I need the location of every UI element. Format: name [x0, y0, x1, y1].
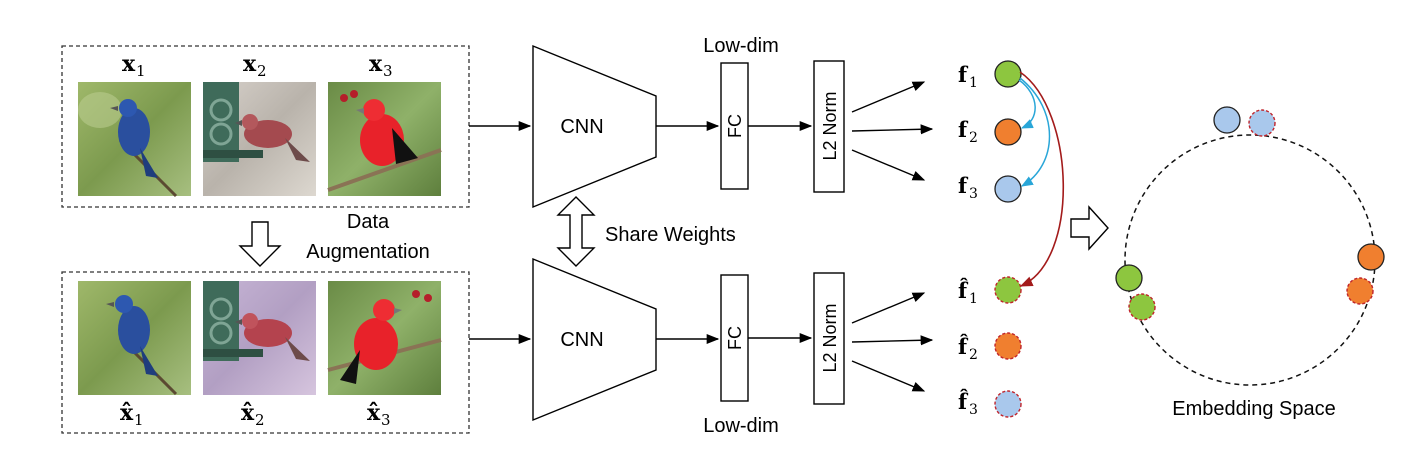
- feature-f1-hat-label: f̂: [958, 278, 969, 303]
- cnn-top-block: [532, 44, 657, 209]
- bird-image-2: [203, 82, 316, 196]
- push-arrow-f1-f2: [1018, 79, 1036, 129]
- embed-orange-dot: [1357, 243, 1385, 271]
- data-augmentation-line2: Augmentation: [306, 241, 429, 263]
- label-x2: x: [243, 51, 257, 77]
- cnn-bottom-label: CNN: [560, 329, 603, 351]
- label-x1-hat-sub: 1: [134, 411, 144, 429]
- bottom-image-group-box: [61, 271, 470, 434]
- fc-bottom-label: FC: [725, 326, 745, 350]
- push-arrow-f1-f3: [1019, 77, 1051, 187]
- arrow-l2-to-f1-hat: [851, 292, 926, 324]
- arrow-l2-to-f1: [851, 81, 926, 113]
- feature-f2-sub: 2: [969, 130, 978, 146]
- low-dim-top-label: Low-dim: [703, 35, 779, 57]
- feature-f1-sub: 1: [969, 75, 978, 91]
- share-weights-label: Share Weights: [605, 224, 736, 246]
- fc-top-label: FC: [725, 114, 745, 138]
- label-x3-sub: 3: [383, 62, 393, 80]
- label-x2-hat: x̂: [241, 400, 255, 426]
- feature-f1-hat-dot: [994, 276, 1022, 304]
- label-x3-hat: x̂: [367, 400, 381, 426]
- arrow-l2-to-f2-hat: [851, 335, 934, 346]
- embedding-circle: [1124, 134, 1376, 386]
- embed-green-hat-dot: [1128, 293, 1156, 321]
- data-augmentation-line1: Data: [347, 211, 390, 233]
- arrow-l2-to-f3: [851, 149, 926, 181]
- pull-arrow-f1-f1hat: [1019, 71, 1065, 287]
- hollow-down-arrow-icon: [238, 221, 282, 267]
- l2-norm-bottom-label: L2 Norm: [820, 303, 840, 372]
- label-x3-hat-sub: 3: [381, 411, 391, 429]
- label-x2-sub: 2: [257, 62, 267, 80]
- label-x3: x: [369, 51, 383, 77]
- feature-f3-dot: [994, 175, 1022, 203]
- label-x1-hat: x̂: [120, 400, 134, 426]
- cnn-bottom-block: [532, 257, 657, 422]
- bird-image-1: [78, 82, 191, 198]
- feature-f3-hat-label: f̂: [958, 389, 969, 414]
- feature-f3-hat-dot: [994, 390, 1022, 418]
- hollow-right-arrow-icon: [1070, 205, 1109, 251]
- embed-blue-hat-dot: [1248, 109, 1276, 137]
- embed-green-dot: [1115, 264, 1143, 292]
- low-dim-bottom-label: Low-dim: [703, 415, 779, 437]
- feature-f1-label: f: [958, 62, 969, 87]
- l2-norm-bottom-box: [813, 272, 845, 405]
- feature-f1-dot: [994, 60, 1022, 88]
- label-x1: x: [122, 51, 136, 77]
- feature-f2-hat-label: f̂: [958, 334, 969, 359]
- top-image-group-box: [61, 45, 470, 208]
- embed-orange-hat-dot: [1346, 277, 1374, 305]
- label-x2-hat-sub: 2: [255, 411, 265, 429]
- bird-image-3: [327, 82, 442, 196]
- embed-blue-dot: [1213, 106, 1241, 134]
- feature-f2-label: f: [958, 117, 969, 142]
- feature-f3-sub: 3: [969, 186, 978, 202]
- feature-f2-dot: [994, 118, 1022, 146]
- feature-f2-hat-dot: [994, 332, 1022, 360]
- embedding-space-label: Embedding Space: [1172, 398, 1335, 420]
- cnn-top-label: CNN: [560, 116, 603, 138]
- feature-f3-hat-sub: 3: [969, 402, 978, 418]
- aug-bird-image-3: [327, 281, 442, 395]
- l2-norm-top-label: L2 Norm: [820, 91, 840, 160]
- fc-top-box: [720, 62, 749, 190]
- feature-f2-hat-sub: 2: [969, 347, 978, 363]
- arrow-l2-to-f3-hat: [851, 360, 926, 392]
- hollow-double-arrow-icon: [556, 196, 596, 267]
- label-x1-sub: 1: [136, 62, 146, 80]
- l2-norm-top-box: [813, 60, 845, 193]
- feature-f1-hat-sub: 1: [969, 291, 978, 307]
- feature-f3-label: f: [958, 173, 969, 198]
- aug-bird-image-1: [78, 281, 191, 396]
- aug-bird-image-2: [203, 281, 316, 395]
- arrow-l2-to-f2: [851, 124, 934, 135]
